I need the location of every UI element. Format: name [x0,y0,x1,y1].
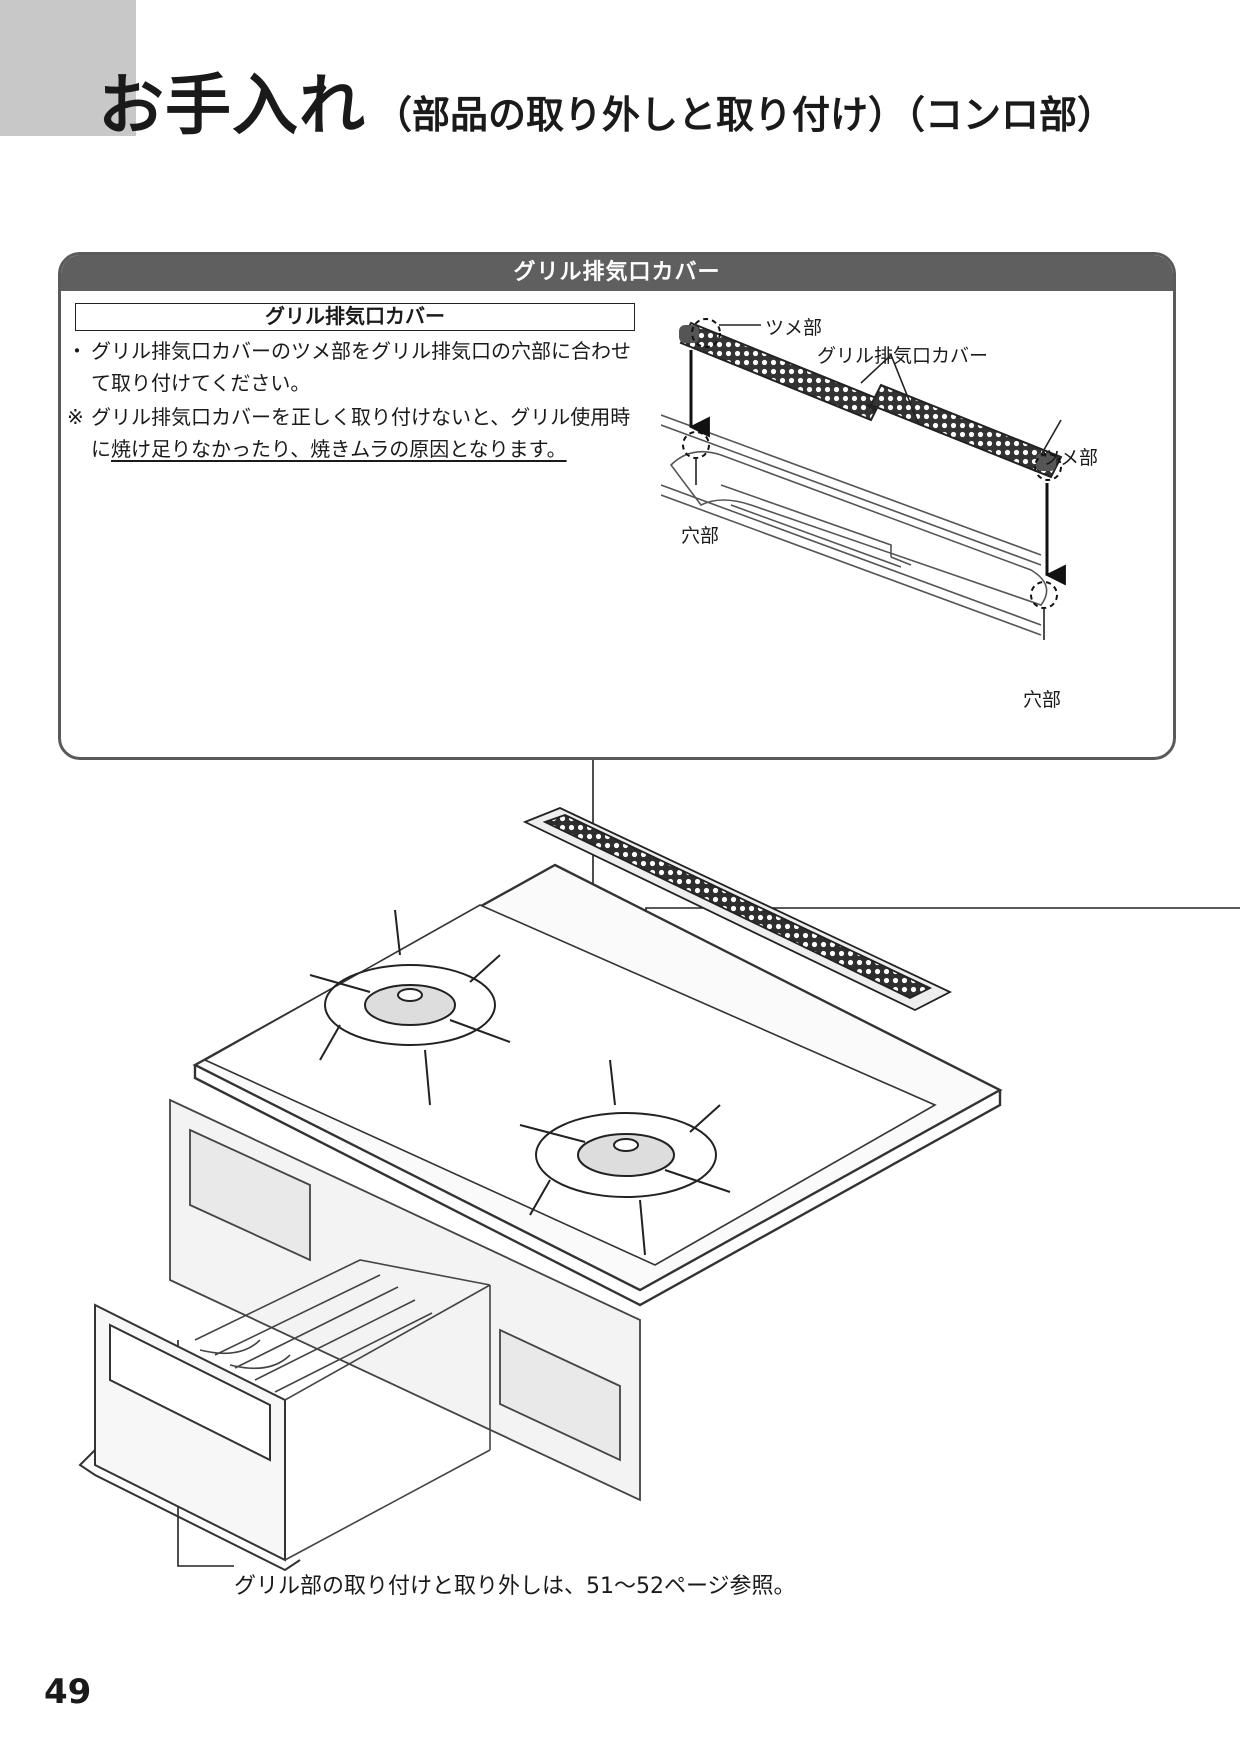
caution-text-underlined: 焼け足りなかったり、焼きムラの原因となります。 [111,437,567,461]
caution-text-plain: グリル排気口カバーを正しく取り付けないと、グリル使用時に [91,405,631,461]
exhaust-cover-panel: グリル排気口カバー グリル排気口カバー ・ グリル排気口カバーのツメ部をグリル排… [58,252,1176,760]
panel-header: グリル排気口カバー [61,255,1173,291]
claw-label-right: ツメ部 [1041,447,1099,469]
stove-illustration [0,760,1240,1580]
caution-text: グリル排気口カバーを正しく取り付けないと、グリル使用時に焼け足りなかったり、焼き… [67,401,647,465]
caution-mark: ※ [67,405,84,429]
grill-reference-note: グリル部の取り付けと取り外しは、51〜52ページ参照。 [234,1574,796,1599]
cover-label: グリル排気口カバー [817,345,989,367]
page-title-main: お手入れ [98,67,366,144]
corner-tab [0,0,136,136]
instruction-note: ・ グリル排気口カバーのツメ部をグリル排気口の穴部に合わせて取り付けてください。 [67,335,647,399]
page-number: 49 [44,1672,92,1712]
bullet-mark: ・ [67,339,87,363]
page-title: お手入れ（部品の取り外しと取り付け）（コンロ部） [98,52,1115,148]
caution-note: ※ グリル排気口カバーを正しく取り付けないと、グリル使用時に焼け足りなかったり、… [67,401,647,465]
stove-drawing [78,760,1240,1572]
claw-label-top: ツメ部 [765,317,823,339]
box-title: グリル排気口カバー [75,303,635,331]
hole-label-right: 穴部 [1023,689,1062,711]
cover-install-drawing [660,318,1066,640]
instruction-text: グリル排気口カバーのツメ部をグリル排気口の穴部に合わせて取り付けてください。 [91,339,631,395]
hole-label-left: 穴部 [681,525,720,547]
page-title-sub: （部品の取り外しと取り付け）（コンロ部） [374,93,1116,137]
cover-install-illustration: ツメ部 グリル排気口カバー ツメ部 穴部 穴部 [660,295,1171,755]
